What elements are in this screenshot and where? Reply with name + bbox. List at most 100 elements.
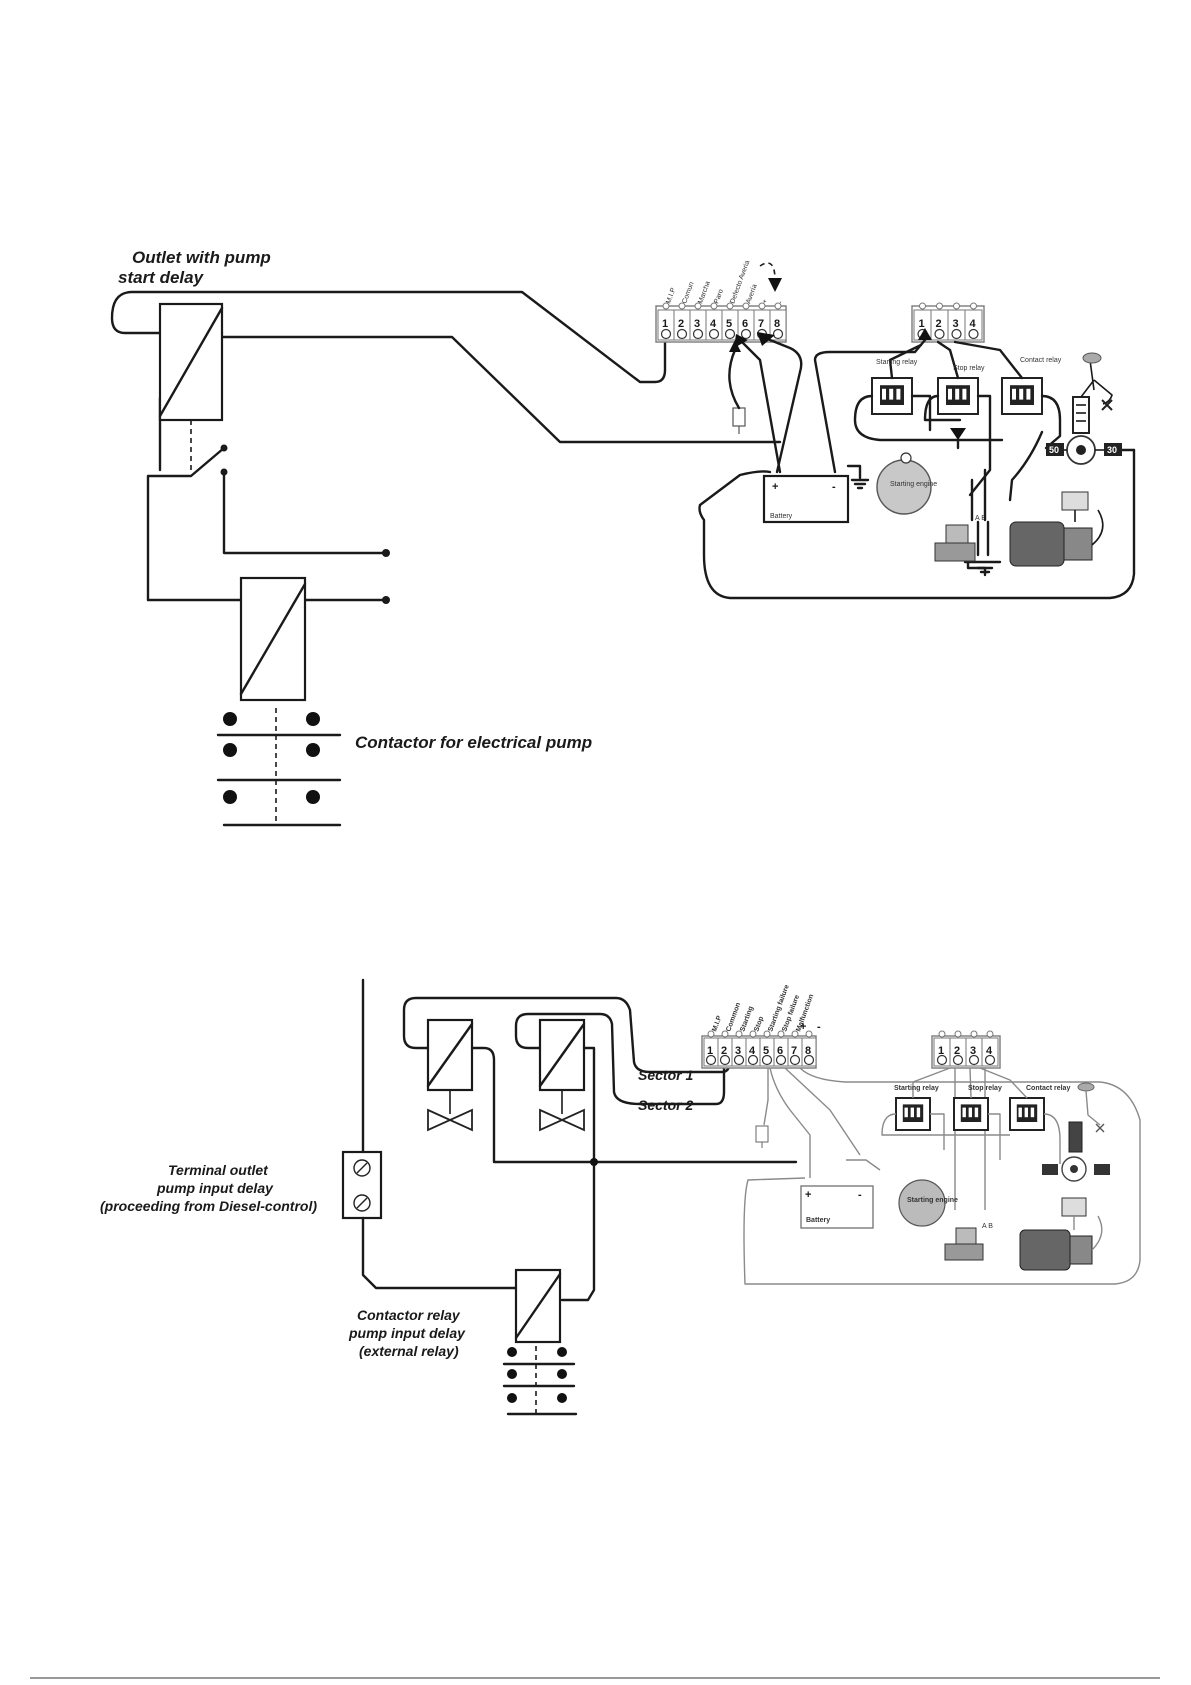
relay-wire-4: [910, 394, 932, 432]
switch-arm: [146, 446, 226, 602]
wire-g-loop: [743, 1067, 1141, 1285]
diagram-1: Outlet with pump start delay: [110, 248, 1136, 827]
d2-terminal-number: 4: [749, 1045, 756, 1057]
contactor-coil-diagonal: [239, 582, 307, 696]
ab-wires: [976, 520, 990, 557]
contact-relay-label-d2: Contact relay: [1026, 1085, 1070, 1092]
relay-wire-d2-2: [979, 1067, 1028, 1099]
d1-terminal-label-5: Avería: [745, 283, 758, 304]
d2-relay-terminal-1: 1: [933, 1030, 951, 1067]
battery-label: Battery: [770, 513, 793, 520]
wire-battery-minus: [813, 338, 927, 474]
d1-relay-terminal-number: 1: [919, 318, 925, 330]
common-wire: [470, 1046, 798, 1164]
valve2-return-wire: [560, 1046, 596, 1302]
terminal-outlet-line2: pump input delay: [156, 1180, 274, 1196]
terminal-50: 50: [1049, 445, 1059, 455]
stop-relay-label: Stop relay: [953, 365, 985, 372]
d2-terminal-number: 2: [721, 1045, 727, 1057]
relay-wire-3: [853, 394, 1004, 442]
d2-relay-terminal-number: 2: [954, 1045, 960, 1057]
strip-plus-d2: +: [800, 1021, 806, 1033]
terminal-outlet-line3: (proceeding from Diesel-control): [100, 1198, 317, 1214]
stop-relay-d2: [953, 1097, 989, 1131]
starter-motor: [1009, 491, 1104, 567]
dashed-arrow-top: [759, 262, 776, 281]
d1-relay-terminal-number: 3: [953, 318, 959, 330]
d1-terminal-number: 4: [710, 318, 717, 330]
relay-down-wires: [970, 468, 987, 522]
battery: + - Battery: [762, 474, 850, 524]
d1-terminal-label-1: Comun: [681, 281, 695, 305]
terminal-outlet-line1: Terminal outlet: [168, 1162, 269, 1178]
wire-top-loop: [110, 290, 667, 384]
contactor-relay-line1: Contactor relay: [357, 1307, 461, 1323]
contactor-relay-contacts: [502, 1346, 578, 1416]
d2-terminal-4: 4: [745, 1030, 761, 1067]
d2-terminal-label-3: Stop: [753, 1016, 765, 1033]
d1-terminal-number: 3: [694, 318, 700, 330]
contactor-contacts: [216, 708, 342, 827]
solenoid-valve-d2: [944, 1227, 984, 1261]
terminal-30: 30: [1107, 445, 1117, 455]
d2-terminal-number: 8: [805, 1045, 811, 1057]
solenoid-valve: [934, 524, 976, 562]
d1-terminal-3: 3: [689, 302, 707, 341]
diagram-2: Terminal outlet pump input delay (procee…: [100, 978, 1141, 1416]
sector-1-label: Sector 1: [638, 1067, 693, 1083]
valve-symbol-1: [427, 1090, 473, 1132]
d1-terminal-2: 2: [673, 302, 691, 341]
d2-terminal-number: 1: [707, 1045, 713, 1057]
d1-terminal-number: 8: [774, 318, 780, 330]
outlet-label-line2: start delay: [118, 268, 205, 287]
starting-engine-d2: Starting engine: [898, 1179, 958, 1227]
starting-relay-label: Starting relay: [876, 359, 918, 366]
starting-engine-label-d2: Starting engine: [907, 1197, 958, 1204]
d1-relay-terminal-2: 2: [930, 302, 949, 341]
relay-wire-6: [968, 394, 992, 497]
contact-relay-label: Contact relay: [1020, 357, 1062, 364]
arrow-head-top: [768, 278, 782, 292]
strip-minus-d2: -: [817, 1021, 821, 1033]
d1-terminal-label-0: M.I.P: [665, 287, 677, 305]
sector-2-label: Sector 2: [638, 1097, 693, 1113]
stop-relay: [937, 377, 979, 415]
alternator: 50 30: [1046, 435, 1122, 465]
battery-plus-d2: +: [805, 1189, 811, 1201]
sensor-probe-d2: [755, 1068, 769, 1148]
d1-terminal-number: 2: [678, 318, 684, 330]
relay-ground-arrow: [950, 428, 966, 440]
starting-relay-label-d2: Starting relay: [894, 1085, 939, 1092]
wire-battery-plus: [763, 336, 803, 474]
ignition-switch-d2: [1068, 1082, 1105, 1153]
d1-terminal-4: 4: [705, 302, 723, 341]
switch-output-wire: [222, 470, 388, 555]
sensor-probe: [728, 340, 746, 434]
d2-relay-terminal-number: 1: [938, 1045, 944, 1057]
d1-terminal-label-2: Marcha: [697, 280, 712, 304]
relay-wire-7: [1040, 394, 1062, 450]
switch-contact-top: [220, 444, 228, 452]
contactor-relay-line2: pump input delay: [348, 1325, 466, 1341]
d2-terminal-2: 2: [717, 1030, 733, 1067]
relay-wire-1: [936, 340, 960, 380]
starting-engine: Starting engine: [876, 452, 937, 515]
d2-relay-terminal-2: 2: [949, 1030, 967, 1067]
alternator-d2: [1042, 1156, 1110, 1182]
junction-dot: [590, 1158, 598, 1166]
battery-minus-d2: -: [858, 1189, 862, 1201]
battery-d2: + - Battery: [800, 1185, 874, 1229]
wire-right-loop: [698, 448, 1136, 600]
wire-mid: [220, 335, 782, 444]
terminal-dot-2: [382, 596, 390, 604]
d1-terminal-number: 6: [742, 318, 748, 330]
relay-wire-d2-5: [988, 1113, 1001, 1160]
terminal-dot-1: [382, 549, 390, 557]
d1-terminal-label-6: +: [761, 298, 769, 304]
valve-symbol-2: [539, 1090, 585, 1132]
relay-wire-d2-4: [930, 1113, 945, 1150]
d2-terminal-8: 8: [801, 1030, 817, 1067]
